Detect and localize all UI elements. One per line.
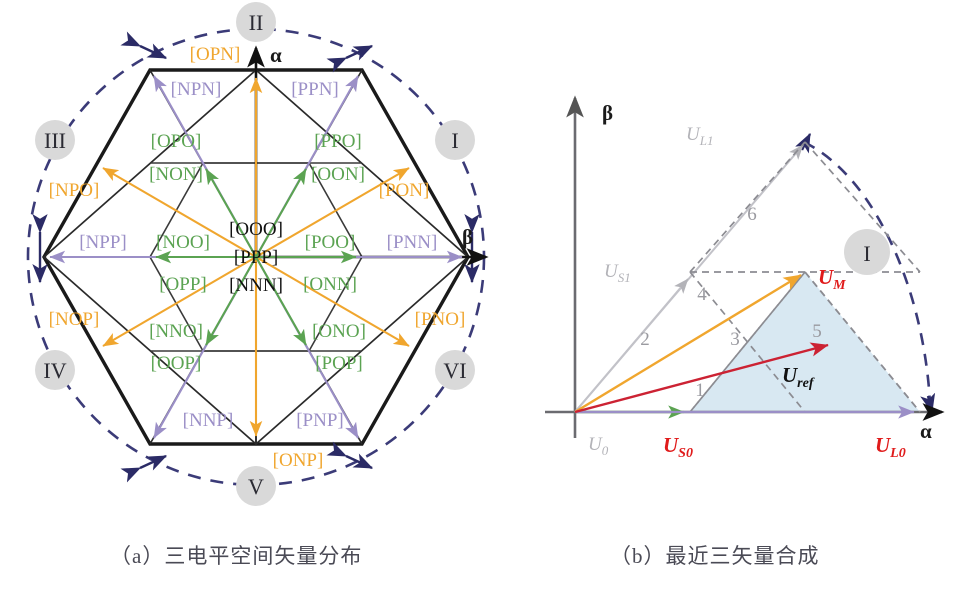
region-number-4: 4: [697, 284, 707, 305]
sector-badge-IV: IV: [43, 358, 66, 383]
medium-vectors: [102, 77, 410, 437]
sector-badge-III-bg: [35, 120, 75, 160]
label-PNN: [PNN]: [387, 232, 438, 253]
sector-badges: I II III IV V VI: [35, 2, 475, 506]
caption-panel-b: （b）最近三矢量合成: [610, 544, 820, 568]
panel-a: I II III IV V VI α β [OOO] [PPP] [NNN] […: [26, 2, 489, 506]
beta-axis-label-b: β: [602, 101, 613, 125]
alpha-axis-label: α: [270, 43, 282, 67]
circle-tangent-arrows: [32, 31, 480, 483]
outer-arc-dashed: [803, 140, 932, 405]
label-ONO: [ONO]: [312, 321, 366, 342]
vector-US1-line: [574, 278, 689, 413]
label-US1: US1: [604, 261, 631, 285]
vector-UM: [574, 273, 802, 414]
sector-badge-VI: VI: [443, 358, 466, 383]
sector-badge-VI-bg: [435, 350, 475, 390]
label-PPN: [PPN]: [291, 79, 339, 100]
label-UM: UM: [818, 265, 846, 293]
caption-panel-a: （a）三电平空间矢量分布: [110, 544, 363, 568]
region-number-6: 6: [747, 204, 757, 225]
label-OPN: [OPN]: [190, 44, 241, 65]
medium-vector-NPO: [102, 167, 257, 258]
sector-badge-II-bg: [236, 2, 276, 42]
alpha-axis-label-b: α: [920, 419, 932, 443]
label-POP: [POP]: [315, 353, 363, 374]
label-OON: [OON]: [311, 164, 365, 185]
sector-badge-I-bg: [435, 120, 475, 160]
label-POO: [POO]: [305, 232, 356, 253]
sector-badge-I-b-bg: [844, 229, 890, 275]
region-number-1: 1: [695, 380, 705, 401]
label-PPO: [PPO]: [314, 131, 362, 152]
beta-axis-label: β: [462, 225, 473, 249]
medium-vector-PON: [255, 167, 410, 258]
label-NNP: [NNP]: [183, 410, 234, 431]
active-region-shading: [690, 272, 920, 412]
label-NON: [NON]: [149, 164, 203, 185]
label-NPN: [NPN]: [171, 79, 222, 100]
zero-vector-NNN: [NNN]: [229, 275, 283, 296]
label-NNO: [NNO]: [149, 321, 203, 342]
medium-vector-NOP: [102, 256, 257, 347]
label-OOP: [OOP]: [151, 353, 202, 374]
region-number-2: 2: [640, 329, 650, 350]
region-grid-dashed: [689, 141, 921, 413]
label-NOP: [NOP]: [49, 309, 100, 330]
sector-badge-I: I: [451, 128, 458, 153]
sector-badge-IV-bg: [35, 350, 75, 390]
small-vector-PPO-OON: [255, 168, 307, 258]
label-UL0: UL0: [875, 433, 906, 461]
vector-labels-b: U0 US0 UL0 US1 UL1 UM Uref: [588, 124, 906, 461]
label-PON: [PON]: [379, 180, 430, 201]
label-US0: US0: [663, 433, 693, 461]
label-PNP: [PNP]: [296, 410, 344, 431]
small-vector-POP-ONO: [255, 256, 307, 346]
sector-badge-I-b: I: [863, 241, 870, 266]
label-OPO: [OPO]: [151, 131, 202, 152]
label-NOO: [NOO]: [156, 232, 210, 253]
small-vector-OOP-NNO: [205, 256, 257, 346]
label-ONN: [ONN]: [303, 274, 357, 295]
medium-vector-PNO: [255, 256, 410, 347]
small-vectors: [155, 168, 357, 346]
region-number-5: 5: [812, 321, 822, 342]
zero-vector-OOO: [OOO]: [229, 219, 283, 240]
sector-badge-II: II: [249, 10, 264, 35]
label-OPP: [OPP]: [159, 274, 207, 295]
region-number-3: 3: [730, 329, 740, 350]
label-NPO: [NPO]: [49, 180, 100, 201]
label-ONP: [ONP]: [273, 450, 324, 471]
label-UL1: UL1: [686, 124, 713, 148]
label-U0: U0: [588, 434, 609, 458]
sector-badge-V-bg: [236, 466, 276, 506]
label-Uref: Uref: [782, 363, 815, 391]
sector-badge-V: V: [248, 474, 264, 499]
label-NPP: [NPP]: [79, 232, 127, 253]
zero-vector-PPP: [PPP]: [234, 247, 278, 268]
vector-Uref: [574, 342, 829, 414]
label-PNO: [PNO]: [415, 309, 466, 330]
panel-b: I 1 2 3 4 5 6 β α U0 US0 UL0 US1 UL1: [545, 95, 945, 461]
small-vector-OPO-NON: [205, 168, 257, 258]
sector-badge-III: III: [44, 128, 66, 153]
